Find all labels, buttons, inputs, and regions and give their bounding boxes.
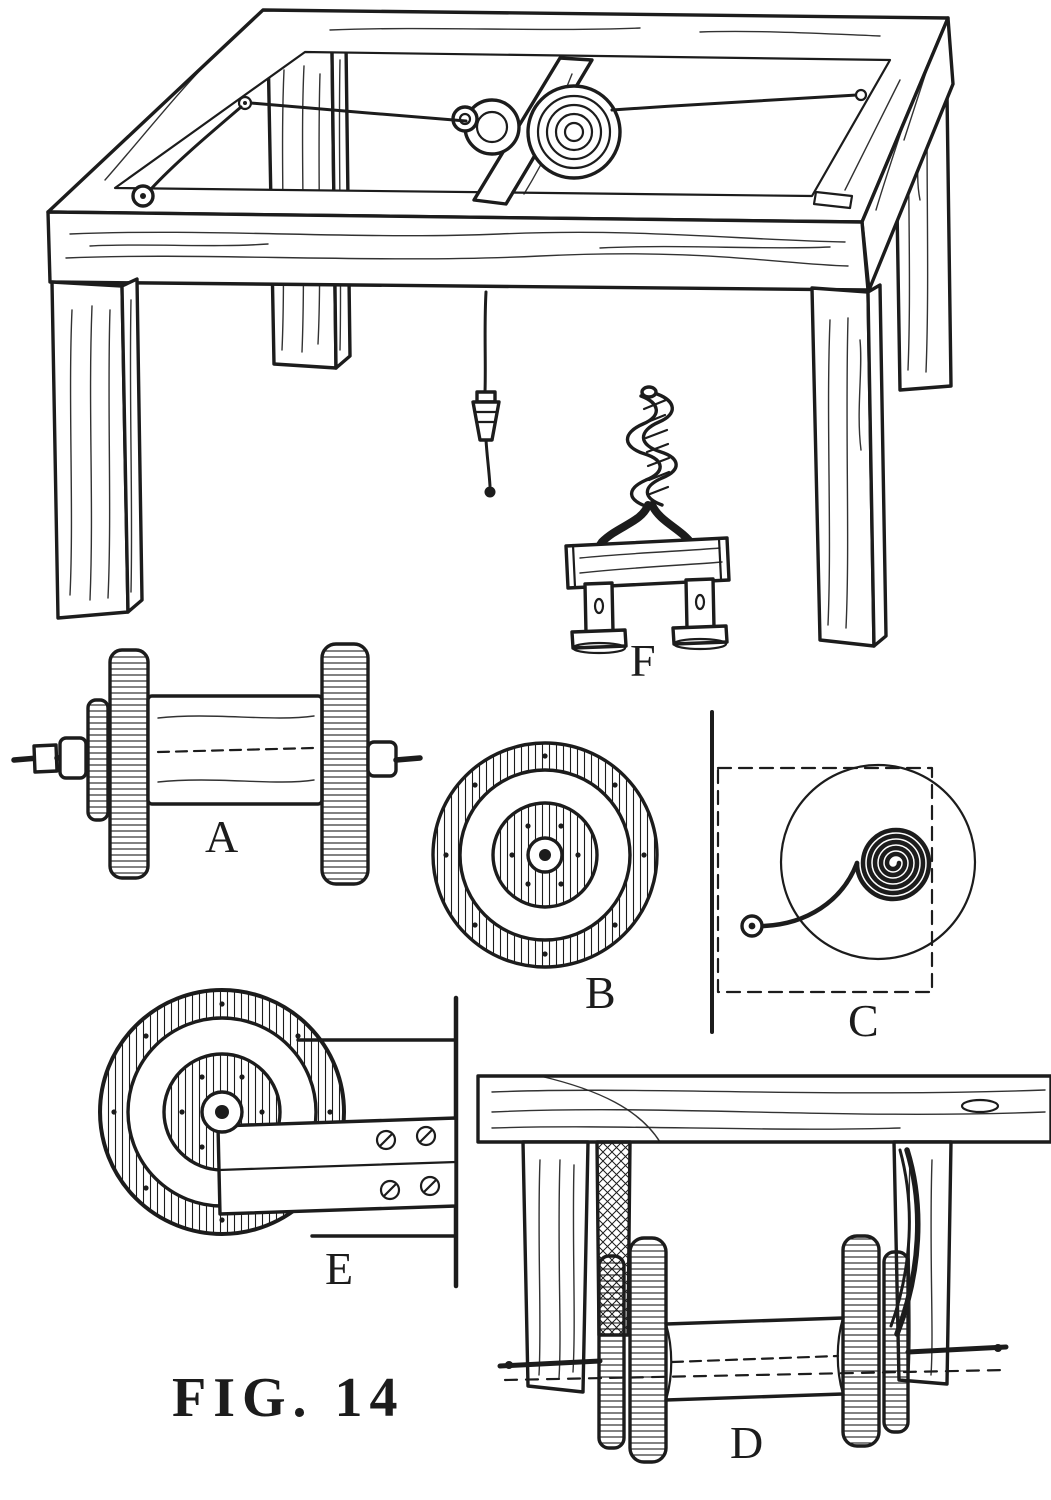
spool-side-view-a: A: [11, 642, 423, 886]
twisted-hook-clamp-f: F: [564, 385, 731, 686]
winding-table-illustration: [46, 8, 955, 648]
spiral-spring-c: C: [710, 710, 977, 1046]
bracket-screws: [375, 1125, 441, 1201]
part-label-b: B: [585, 967, 616, 1018]
spool-frame-d: D: [476, 1074, 1051, 1468]
winding-drum: [451, 84, 622, 180]
part-label-f: F: [630, 635, 656, 686]
figure-caption: FIG. 14: [172, 1367, 405, 1429]
grooved-wheel-face-b: B: [431, 741, 659, 1018]
hanging-cord-weight: [471, 290, 501, 498]
wheel-bracket-e: E: [98, 988, 459, 1294]
part-label-d: D: [730, 1417, 763, 1468]
part-label-c: C: [848, 995, 879, 1046]
wheel-b-nail-dots: [443, 753, 647, 957]
wheel-e-nail-dots: [111, 1001, 333, 1223]
part-label-a: A: [205, 811, 238, 862]
part-label-e: E: [325, 1243, 353, 1294]
